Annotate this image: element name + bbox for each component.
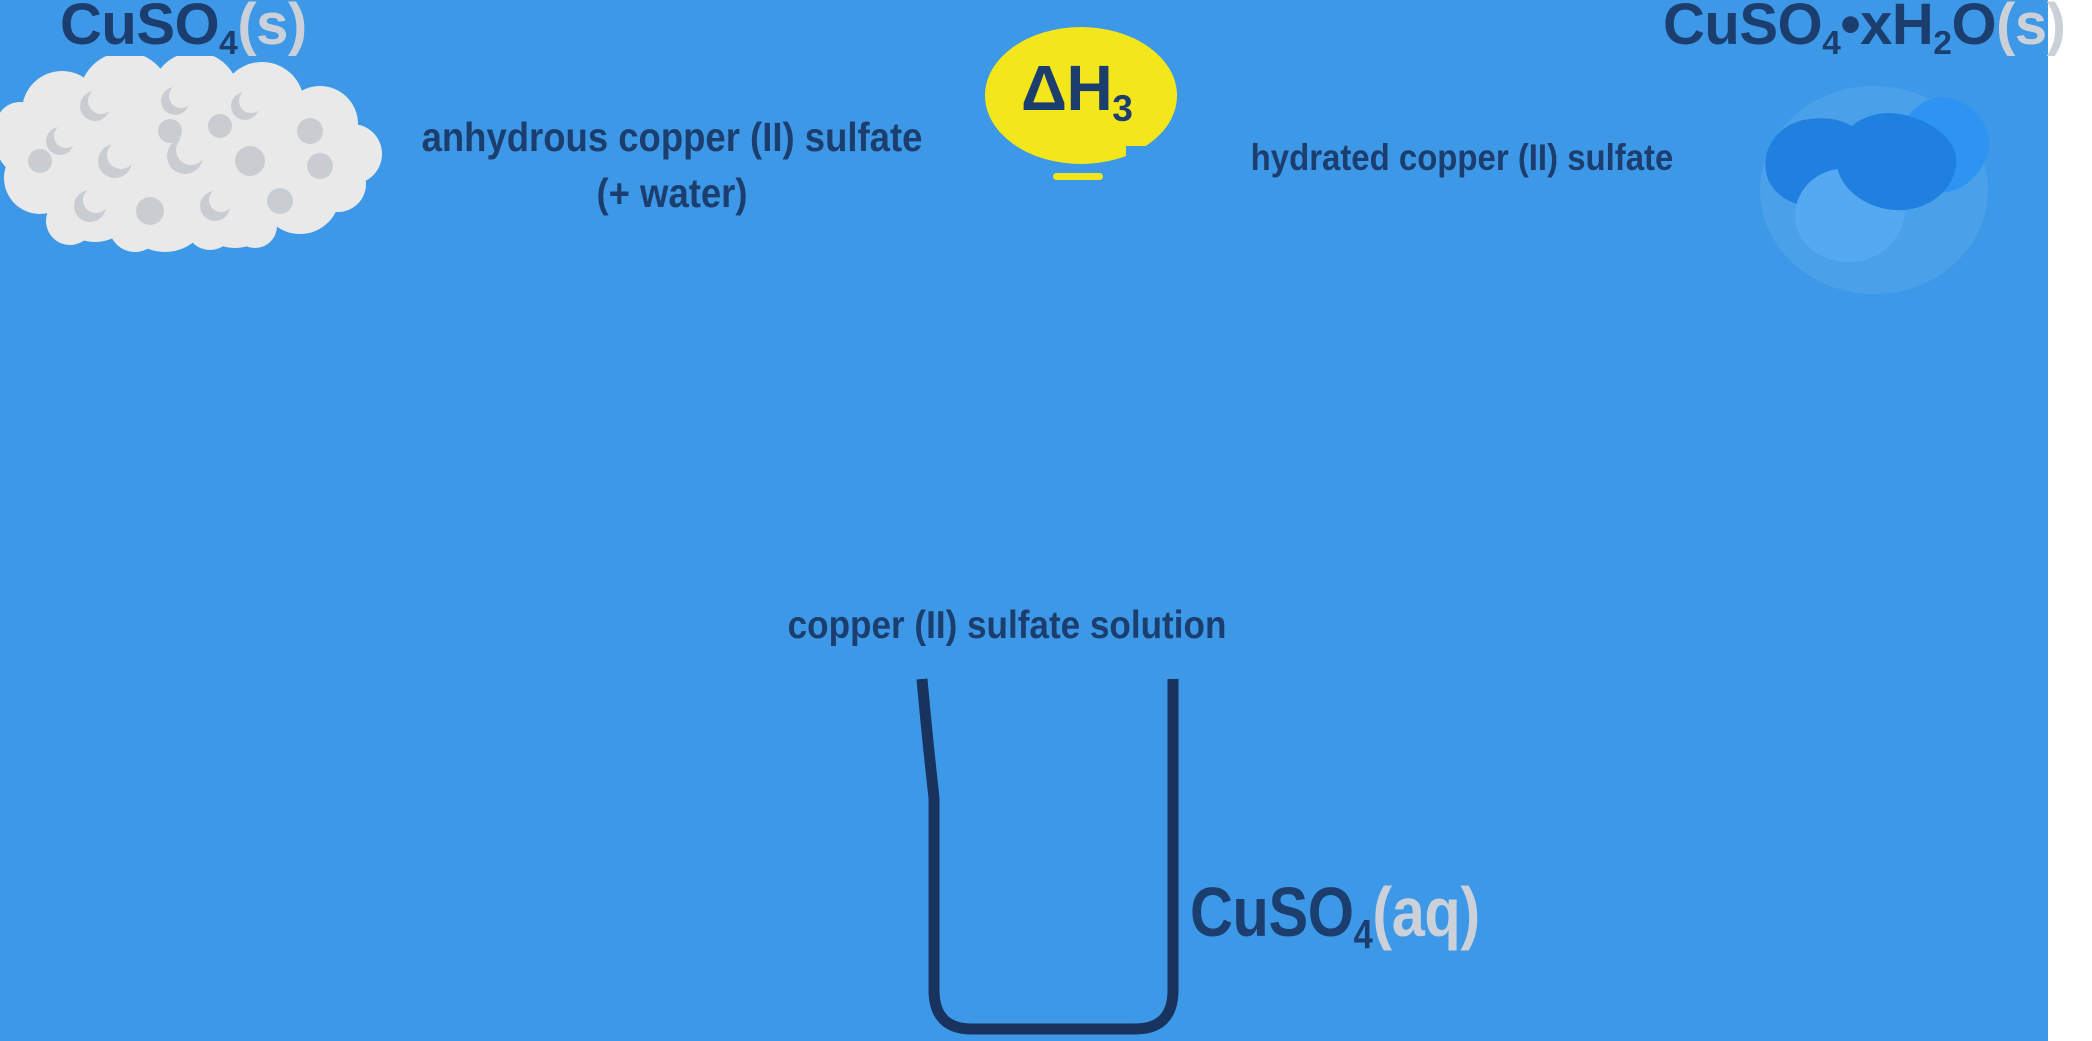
hydrated-caption: hydrated copper (II) sulfate	[1250, 137, 1674, 178]
formula-segment: CuSO	[1663, 0, 1823, 57]
formula-segment: 2	[1933, 25, 1952, 63]
anhydrous-caption-line2: (+ water)	[596, 170, 748, 216]
page-margin-right	[2048, 0, 2092, 1041]
formula-segment: ΔH	[1021, 52, 1113, 124]
formula-segment: •xH	[1840, 0, 1934, 57]
delta-h3-bubble-notch	[1126, 146, 1182, 168]
formula-segment: 4	[1822, 25, 1841, 63]
formula-segment: CuSO	[60, 0, 220, 57]
delta-h3-underline	[1053, 173, 1103, 180]
formula-segment: (s)	[237, 0, 307, 57]
formula-segment: 3	[1112, 87, 1133, 130]
anhydrous-caption-line1: anhydrous copper (II) sulfate	[421, 114, 923, 160]
formula-segment: 4	[219, 25, 238, 63]
formula-segment: 4	[1353, 911, 1373, 958]
delta-h3-label: ΔH3	[1021, 56, 1133, 130]
formula-segment: (s)	[1996, 0, 2066, 57]
formula-segment: CuSO	[1190, 873, 1354, 951]
solution-formula: CuSO4(aq)	[1190, 877, 1480, 955]
solution-caption: copper (II) sulfate solution	[787, 604, 1227, 647]
anhydrous-formula: CuSO4(s)	[60, 0, 307, 61]
formula-segment: O	[1951, 0, 1997, 57]
delta-h3-bubble	[985, 27, 1177, 164]
hydrated-formula: CuSO4•xH2O(s)	[1663, 0, 2066, 61]
formula-segment: (aq)	[1372, 873, 1480, 951]
powder-pile-icon	[0, 56, 382, 252]
